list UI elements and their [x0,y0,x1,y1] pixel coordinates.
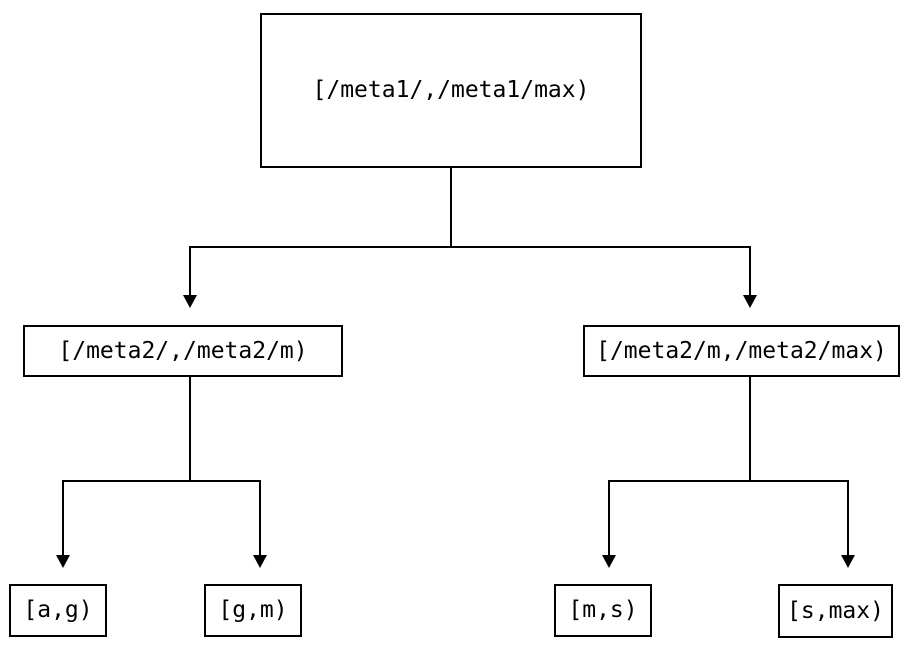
edge-mid-right-to-leaf-smax-line [847,480,849,555]
edge-mid-left-to-leaf-gm-line [259,480,261,555]
edge-mid-left-to-leaf-ag-line [62,480,64,555]
edge-root-rail-line [189,246,751,248]
arrowhead-down-icon [841,555,855,568]
arrowhead-down-icon [602,555,616,568]
tree-node-leaf-ag-label: [a,g) [23,597,93,623]
arrowhead-down-icon [253,555,267,568]
edge-mid-left-stem-line [189,377,191,482]
edge-root-stem-line [450,168,452,247]
arrowhead-down-icon [183,295,197,308]
edge-mid-right-stem-line [749,377,751,482]
tree-node-mid-right-label: [/meta2/m,/meta2/max) [596,337,887,364]
tree-node-root-label: [/meta1/,/meta1/max) [312,77,590,103]
tree-node-root: [/meta1/,/meta1/max) [260,13,642,168]
edge-mid-left-rail-line [62,480,261,482]
tree-node-leaf-smax: [s,max) [778,584,893,638]
tree-node-leaf-ms: [m,s) [554,584,652,637]
tree-node-mid-left-label: [/meta2/,/meta2/m) [58,337,308,364]
edge-root-to-mid-left-line [189,246,191,295]
tree-node-mid-right: [/meta2/m,/meta2/max) [583,325,900,377]
edge-root-to-mid-right-line [749,246,751,295]
tree-node-leaf-gm-label: [g,m) [218,597,288,623]
tree-node-leaf-ag: [a,g) [9,584,107,637]
tree-node-leaf-gm: [g,m) [204,584,302,637]
edge-mid-right-to-leaf-ms-line [608,480,610,555]
arrowhead-down-icon [743,295,757,308]
arrowhead-down-icon [56,555,70,568]
tree-node-leaf-smax-label: [s,max) [787,597,884,624]
tree-node-leaf-ms-label: [m,s) [568,597,638,623]
edge-mid-right-rail-line [608,480,849,482]
tree-node-mid-left: [/meta2/,/meta2/m) [23,325,343,377]
